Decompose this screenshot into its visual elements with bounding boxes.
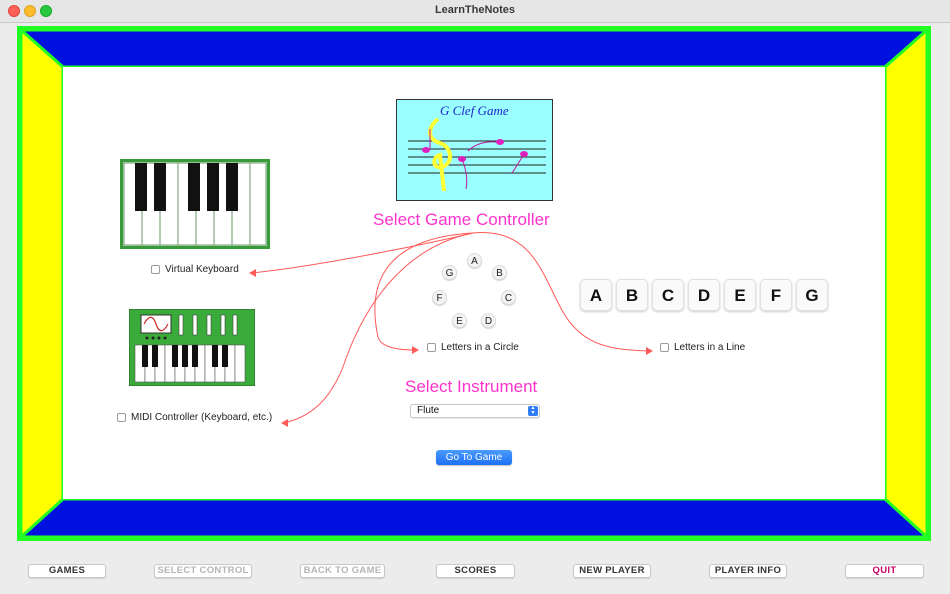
window-content: G Clef Game Select Game Controller <box>0 23 950 594</box>
virtual-keyboard-image <box>120 159 270 249</box>
minimize-window-button[interactable] <box>24 5 36 17</box>
midi-controller-image <box>128 308 256 387</box>
circle-letter-a: A <box>467 253 482 268</box>
circle-letter-f: F <box>432 290 447 305</box>
zoom-window-button[interactable] <box>40 5 52 17</box>
arrow-to-midi <box>282 232 474 424</box>
controller-selection-panel: G Clef Game Select Game Controller <box>63 67 885 499</box>
circle-letter-e: E <box>452 313 467 328</box>
circle-letter-g: G <box>442 265 457 280</box>
line-letter-f: F <box>760 279 792 311</box>
scores-button[interactable]: SCORES <box>436 564 515 578</box>
letters-circle-checkbox[interactable] <box>427 343 436 352</box>
letters-line-preview: A B C D E F G <box>580 279 836 313</box>
quit-button[interactable]: QUIT <box>845 564 924 578</box>
connector-arrows <box>249 232 653 427</box>
line-letter-b: B <box>616 279 648 311</box>
midi-controller-checkbox[interactable] <box>117 413 126 422</box>
line-letter-g: G <box>796 279 828 311</box>
games-button[interactable]: GAMES <box>28 564 106 578</box>
new-player-button[interactable]: NEW PLAYER <box>573 564 651 578</box>
circle-letter-b: B <box>492 265 507 280</box>
chevron-updown-icon: ▴▾ <box>528 405 538 416</box>
g-clef-game-image: G Clef Game <box>396 99 553 201</box>
line-letter-e: E <box>724 279 756 311</box>
virtual-keyboard-label: Virtual Keyboard <box>165 264 239 275</box>
game-caption: G Clef Game <box>440 103 509 118</box>
letters-circle-preview: A B C D E F G <box>432 253 517 333</box>
window-title: LearnTheNotes <box>434 4 516 16</box>
back-to-game-button[interactable]: BACK TO GAME <box>300 564 385 578</box>
letters-line-label: Letters in a Line <box>674 342 746 353</box>
instrument-select-value: Flute <box>417 405 440 416</box>
select-controller-heading: Select Game Controller <box>373 210 550 229</box>
select-control-button[interactable]: SELECT CONTROL <box>154 564 252 578</box>
go-to-game-button[interactable]: Go To Game <box>436 450 512 465</box>
arrow-to-virtual-keyboard <box>250 232 474 274</box>
virtual-keyboard-checkbox[interactable] <box>151 265 160 274</box>
player-info-button[interactable]: PLAYER INFO <box>709 564 787 578</box>
title-bar: LearnTheNotes <box>0 0 950 23</box>
circle-letter-c: C <box>501 290 516 305</box>
line-letter-d: D <box>688 279 720 311</box>
midi-controller-label: MIDI Controller (Keyboard, etc.) <box>131 412 273 423</box>
instrument-select[interactable]: Flute ▴▾ <box>410 404 540 418</box>
letters-circle-label: Letters in a Circle <box>441 342 519 353</box>
close-window-button[interactable] <box>8 5 20 17</box>
arrow-to-circle <box>374 232 474 351</box>
letters-line-checkbox[interactable] <box>660 343 669 352</box>
arrow-to-line <box>472 232 652 352</box>
line-letter-c: C <box>652 279 684 311</box>
select-instrument-heading: Select Instrument <box>405 377 538 396</box>
circle-letter-d: D <box>481 313 496 328</box>
line-letter-a: A <box>580 279 612 311</box>
game-frame: G Clef Game Select Game Controller <box>17 26 944 541</box>
